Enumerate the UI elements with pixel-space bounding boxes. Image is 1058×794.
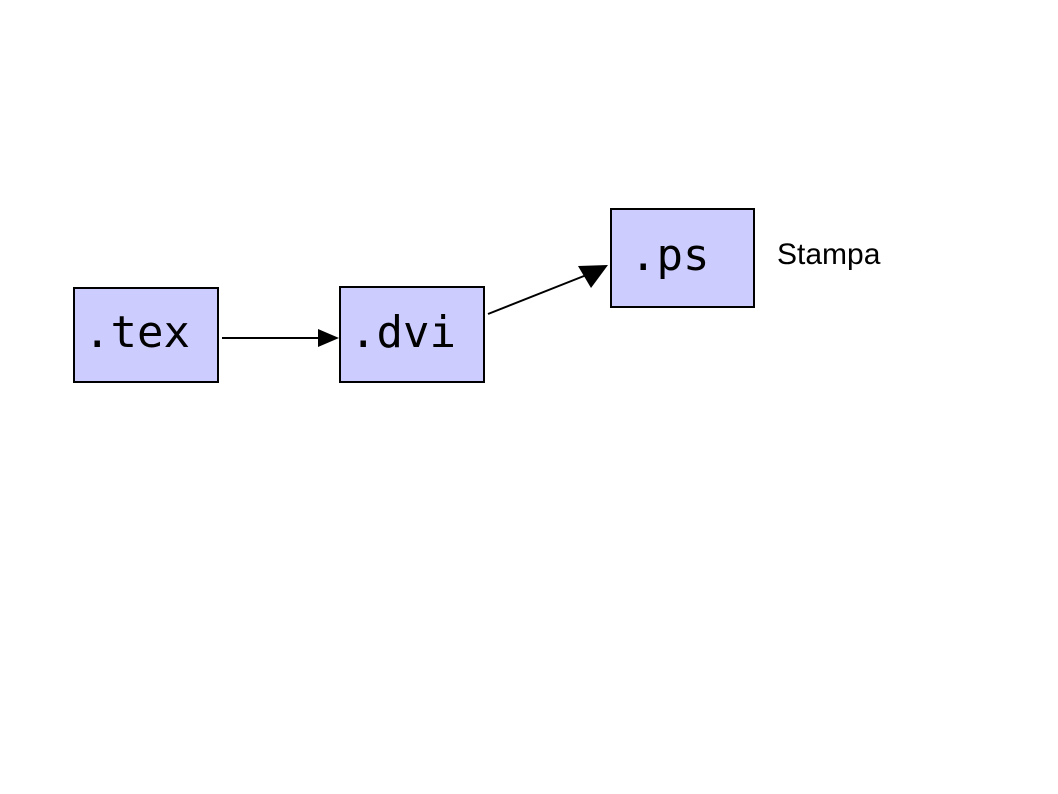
node-dvi[interactable]: .dvi bbox=[339, 286, 485, 383]
edge-dvi-to-ps bbox=[487, 265, 608, 315]
edge-tex-to-dvi bbox=[222, 329, 339, 347]
edge-dvi-to-ps-arrowhead bbox=[578, 265, 608, 288]
node-ps[interactable]: .ps bbox=[610, 208, 755, 308]
edge-tex-to-dvi-arrowhead bbox=[318, 329, 339, 347]
edge-dvi-to-ps-line bbox=[487, 273, 590, 315]
node-ps-label: .ps bbox=[630, 230, 710, 281]
node-dvi-label: .dvi bbox=[350, 306, 456, 358]
node-tex[interactable]: .tex bbox=[73, 287, 219, 383]
node-tex-label: .tex bbox=[84, 307, 190, 358]
annotation-stampa: Stampa bbox=[777, 238, 881, 271]
